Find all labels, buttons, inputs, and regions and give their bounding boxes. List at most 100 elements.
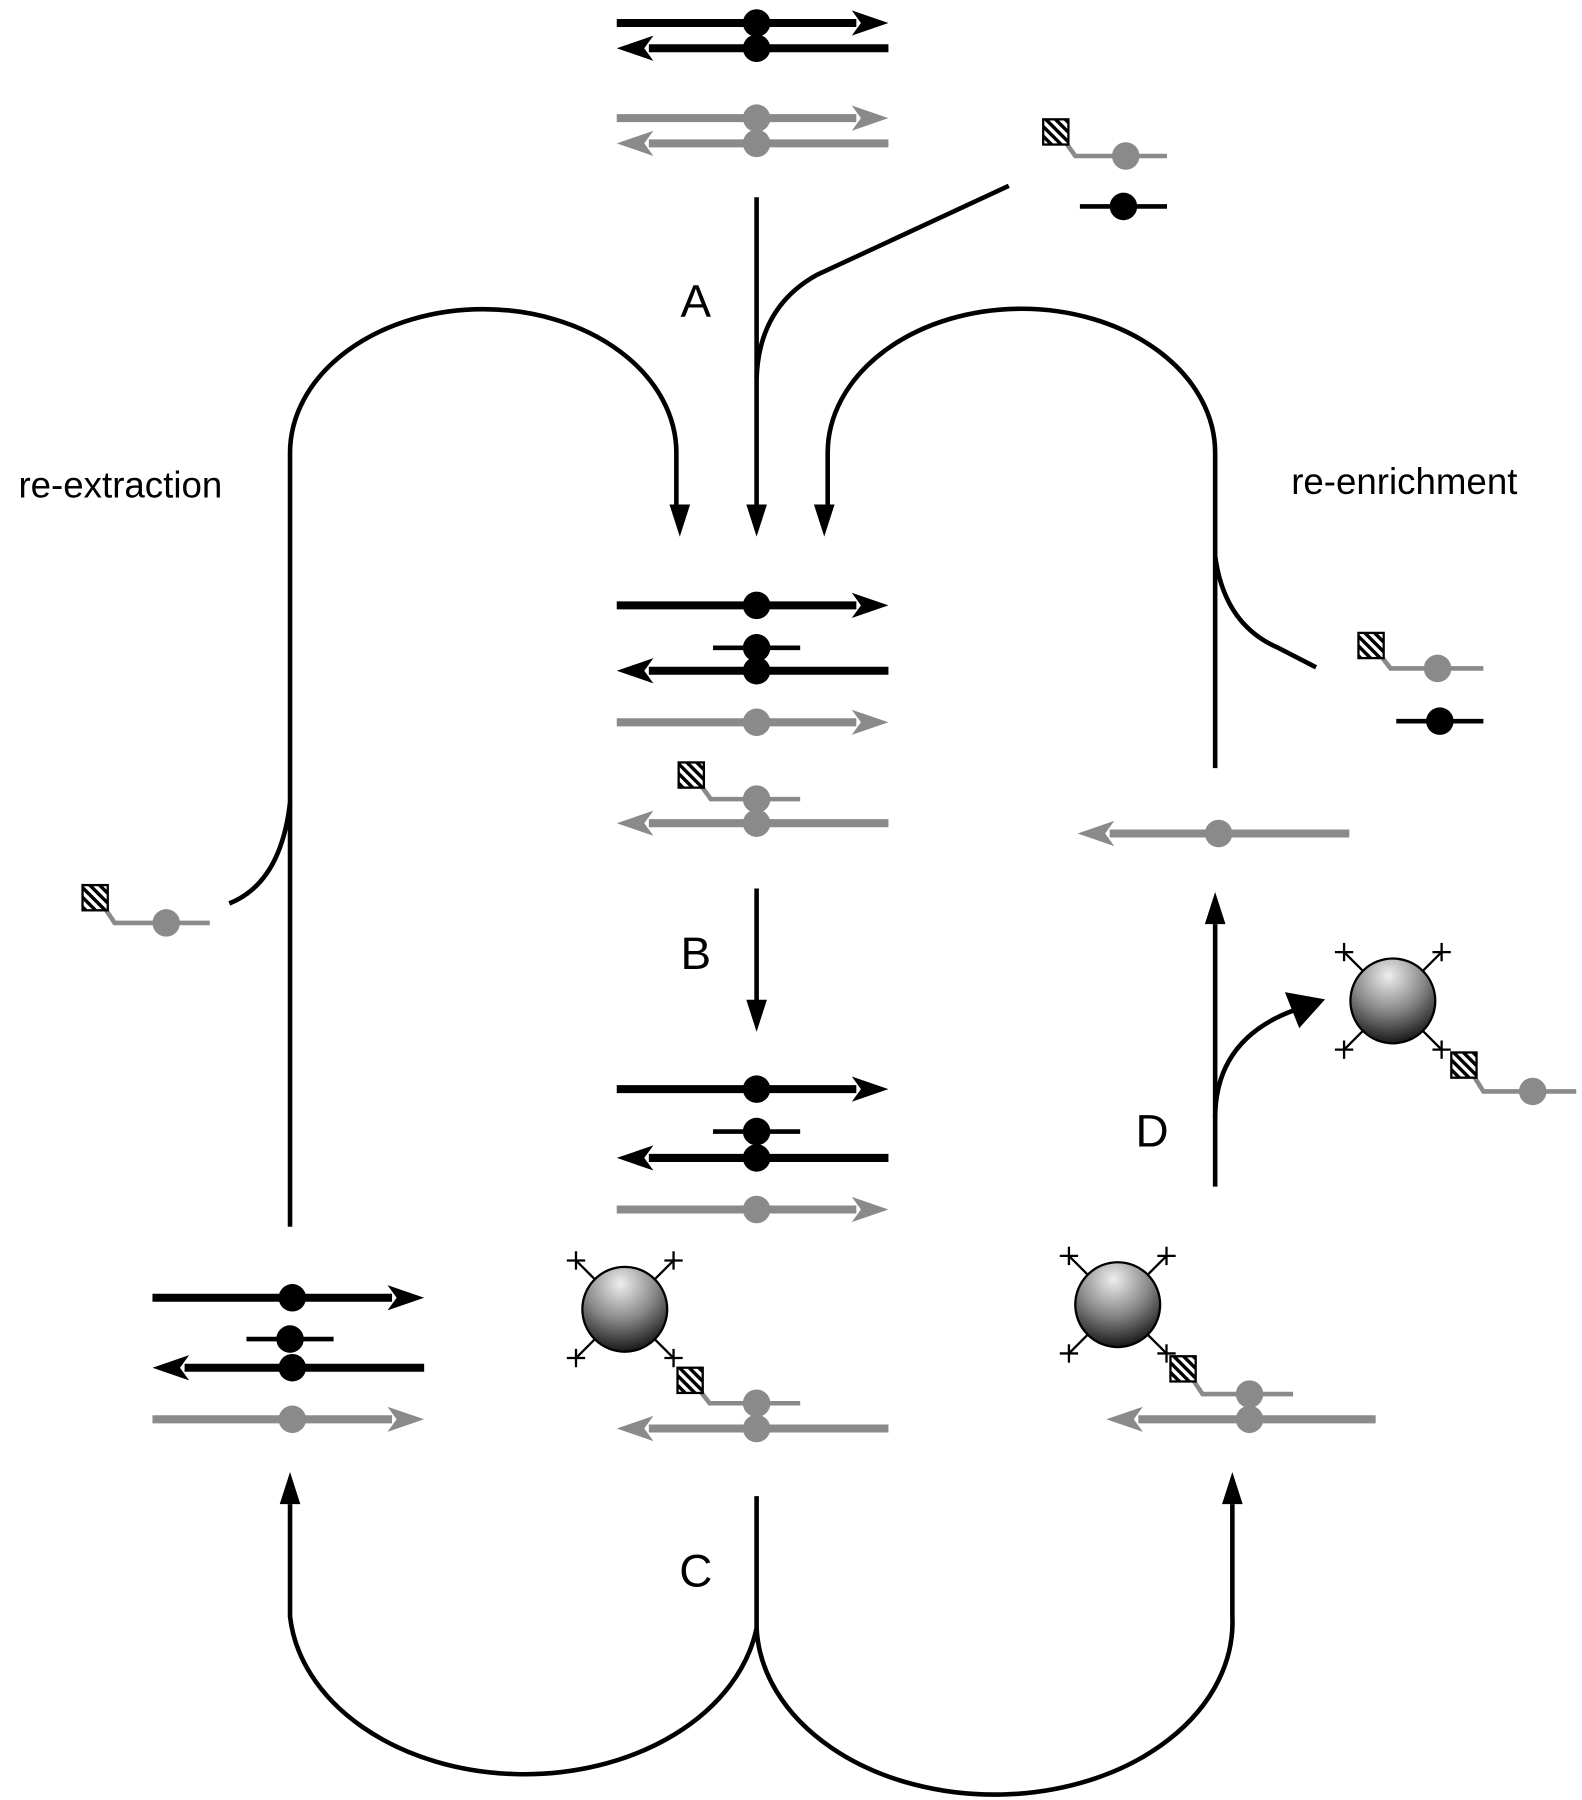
dna-strand-arrow-icon: [616, 129, 889, 158]
arrow-c-right-head: [1222, 1472, 1243, 1505]
tagged-probe: [81, 883, 210, 937]
probe-dot: [276, 1325, 304, 1353]
bead-sphere: [1349, 957, 1437, 1045]
antibody-stem: [1068, 1255, 1088, 1275]
arrow-c-left-head: [279, 1472, 301, 1505]
site-dot: [278, 1353, 307, 1382]
arrowhead: [616, 1145, 654, 1171]
dna-strand-arrow-icon: [616, 9, 889, 37]
antibody-stem: [1147, 1334, 1168, 1355]
arrowhead: [851, 10, 889, 36]
bead-removal-head: [1284, 992, 1326, 1029]
site-dot: [742, 809, 771, 837]
probe-dot: [1109, 192, 1138, 221]
site-dot: [742, 1195, 771, 1224]
step-a-label: A: [681, 274, 712, 326]
dna-strand-arrow-icon: [616, 809, 889, 837]
bead-removal-branch: [1212, 1006, 1299, 1118]
re-extraction-head: [669, 504, 691, 537]
antibody-stem: [654, 1259, 675, 1280]
arrowhead: [616, 810, 654, 836]
magnetic-bead-icon: [1334, 942, 1451, 1059]
antibody-stem: [1343, 951, 1364, 972]
site-dot: [742, 1075, 771, 1103]
antibody-stem: [575, 1259, 596, 1280]
site-dot: [742, 1144, 771, 1172]
antibody-stem: [1147, 1255, 1168, 1275]
dna-strand-arrow-icon: [616, 1075, 889, 1103]
probe-icon: [1396, 707, 1484, 735]
arrowhead: [387, 1406, 425, 1432]
hatched-tag-icon: [81, 883, 109, 912]
site-dot: [1235, 1405, 1264, 1434]
arrowhead: [1106, 1406, 1143, 1432]
tagged-probe: [1169, 1355, 1294, 1408]
site-dot: [742, 591, 771, 620]
molecules: [81, 9, 1577, 1443]
arrow-a-head: [746, 504, 767, 537]
arrowhead: [152, 1355, 190, 1381]
site-dot: [742, 104, 771, 132]
tagged-probe: [1357, 631, 1484, 683]
step-c-label: C: [679, 1545, 712, 1597]
re-extraction-probe-branch: [228, 802, 293, 906]
arrowhead: [616, 658, 654, 684]
re-enrichment-head: [813, 504, 835, 537]
dna-strand-arrow-icon: [616, 656, 889, 685]
arrowhead: [851, 709, 889, 735]
antibody-stem: [1343, 1030, 1364, 1051]
probe-icon: [713, 1117, 801, 1146]
dna-strand-arrow-icon: [616, 34, 889, 62]
hatched-tag-icon: [1357, 631, 1385, 660]
antibody-stem: [1422, 951, 1443, 972]
dna-strand-arrow-icon: [616, 104, 889, 132]
hatched-tag-icon: [676, 1366, 704, 1395]
probe-dot: [742, 1117, 771, 1146]
tagged-probe: [677, 761, 801, 813]
dna-strand-arrow-icon: [152, 1353, 425, 1382]
dna-strand-arrow-icon: [616, 591, 889, 620]
arrow-c-left: [287, 1496, 759, 1777]
antibody-stem: [1422, 1030, 1443, 1051]
site-dot: [278, 1284, 307, 1312]
arrowhead: [851, 592, 889, 618]
probe-dot: [1235, 1380, 1264, 1408]
site-dot: [742, 129, 771, 158]
re-extraction-loop: [287, 306, 679, 1227]
dna-strand-arrow-icon: [616, 708, 889, 737]
arrowhead: [851, 105, 889, 131]
site-dot: [742, 9, 771, 37]
antibody-stem: [1068, 1334, 1088, 1355]
magnetic-bead-icon: [566, 1251, 683, 1368]
dna-strand-arrow-icon: [152, 1405, 425, 1434]
arrow-d-head: [1204, 891, 1226, 925]
step-d-label: D: [1136, 1104, 1169, 1156]
hatched-tag-icon: [1042, 118, 1070, 146]
magnetic-bead-icon: [1059, 1246, 1176, 1363]
arrowhead: [616, 35, 654, 61]
site-dot: [278, 1405, 307, 1434]
step-b-label: B: [681, 927, 712, 979]
dna-strand-arrow-icon: [616, 1144, 889, 1172]
hatched-tag-icon: [1169, 1355, 1197, 1383]
arrowhead: [1077, 820, 1115, 847]
site-dot: [1204, 819, 1233, 848]
probe-dot: [1423, 654, 1452, 683]
tagged-probe: [676, 1366, 801, 1418]
probe-dot: [1518, 1077, 1547, 1106]
probe-dot: [1111, 142, 1140, 170]
site-dot: [742, 34, 771, 62]
hatched-tag-icon: [1450, 1051, 1478, 1079]
site-dot: [742, 656, 771, 685]
dna-strand-arrow-icon: [1106, 1405, 1376, 1434]
re-enrichment-label: re-enrichment: [1291, 461, 1517, 502]
antibody-stem: [654, 1338, 675, 1359]
arrow-c-right: [754, 1504, 1235, 1797]
bead-sphere: [581, 1265, 669, 1353]
probe-dot: [742, 785, 771, 813]
probe-dot: [742, 1389, 771, 1418]
probe-addition-branch: [754, 183, 1010, 379]
re-enrichment-loop: [825, 306, 1218, 769]
tagged-probe: [1042, 118, 1168, 170]
